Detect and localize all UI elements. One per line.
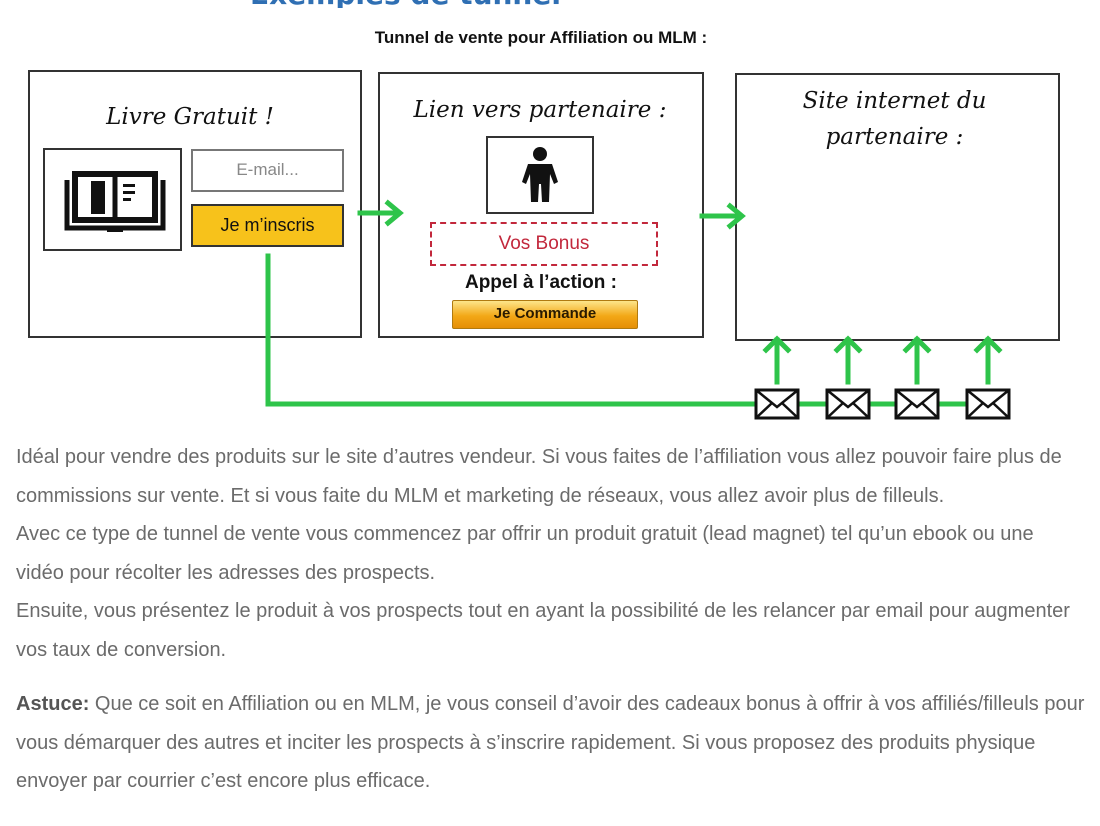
- envelope-icon: [754, 388, 800, 420]
- box-free-book: Livre Gratuit ! E-mail... Je m’inscris: [28, 70, 362, 338]
- paragraph-lead-magnet: Avec ce type de tunnel de vente vous com…: [16, 523, 1034, 584]
- box-partner-link-title: Lien vers partenaire :: [413, 97, 667, 123]
- arrow-up-4: [973, 335, 1003, 385]
- box-partner-site: Site internet du partenaire :: [735, 73, 1060, 341]
- box-free-book-title: Livre Gratuit !: [106, 104, 274, 130]
- person-icon: [522, 147, 558, 202]
- envelope-icon: [894, 388, 940, 420]
- partner-site-title-line2: partenaire :: [825, 124, 964, 150]
- arrow-up-2: [833, 335, 863, 385]
- diagram-title: Tunnel de vente pour Affiliation ou MLM …: [374, 28, 708, 47]
- envelope-icon: [825, 388, 871, 420]
- paragraph-astuce: Astuce: Que ce soit en Affiliation ou en…: [16, 685, 1086, 801]
- astuce-label: Astuce:: [16, 693, 90, 715]
- box-partner-link: Lien vers partenaire : Vos Bonus Appel à…: [378, 72, 704, 338]
- astuce-text: Que ce soit en Affiliation ou en MLM, je…: [16, 693, 1085, 792]
- bonus-box: Vos Bonus: [430, 222, 658, 266]
- partner-site-title-line1: Site internet du: [802, 88, 987, 114]
- arrow-up-1: [762, 335, 792, 385]
- subscribe-button[interactable]: Je m’inscris: [191, 204, 344, 247]
- envelope-icon: [965, 388, 1011, 420]
- email-input[interactable]: E-mail...: [191, 149, 344, 192]
- paragraph-ideal: Idéal pour vendre des produits sur le si…: [16, 446, 1062, 507]
- book-frame: [43, 148, 182, 251]
- order-button[interactable]: Je Commande: [452, 300, 638, 329]
- article-body: Idéal pour vendre des produits sur le si…: [16, 438, 1086, 801]
- cropped-heading-text: Exemples de tunnels: [250, 0, 560, 8]
- person-frame: [486, 136, 594, 214]
- book-icon: [64, 171, 166, 232]
- paragraph-follow-up: Ensuite, vous présentez le produit à vos…: [16, 600, 1070, 661]
- cta-label: Appel à l’action :: [464, 272, 618, 293]
- arrow-up-3: [902, 335, 932, 385]
- cropped-heading: Exemples de tunnels: [250, 0, 560, 8]
